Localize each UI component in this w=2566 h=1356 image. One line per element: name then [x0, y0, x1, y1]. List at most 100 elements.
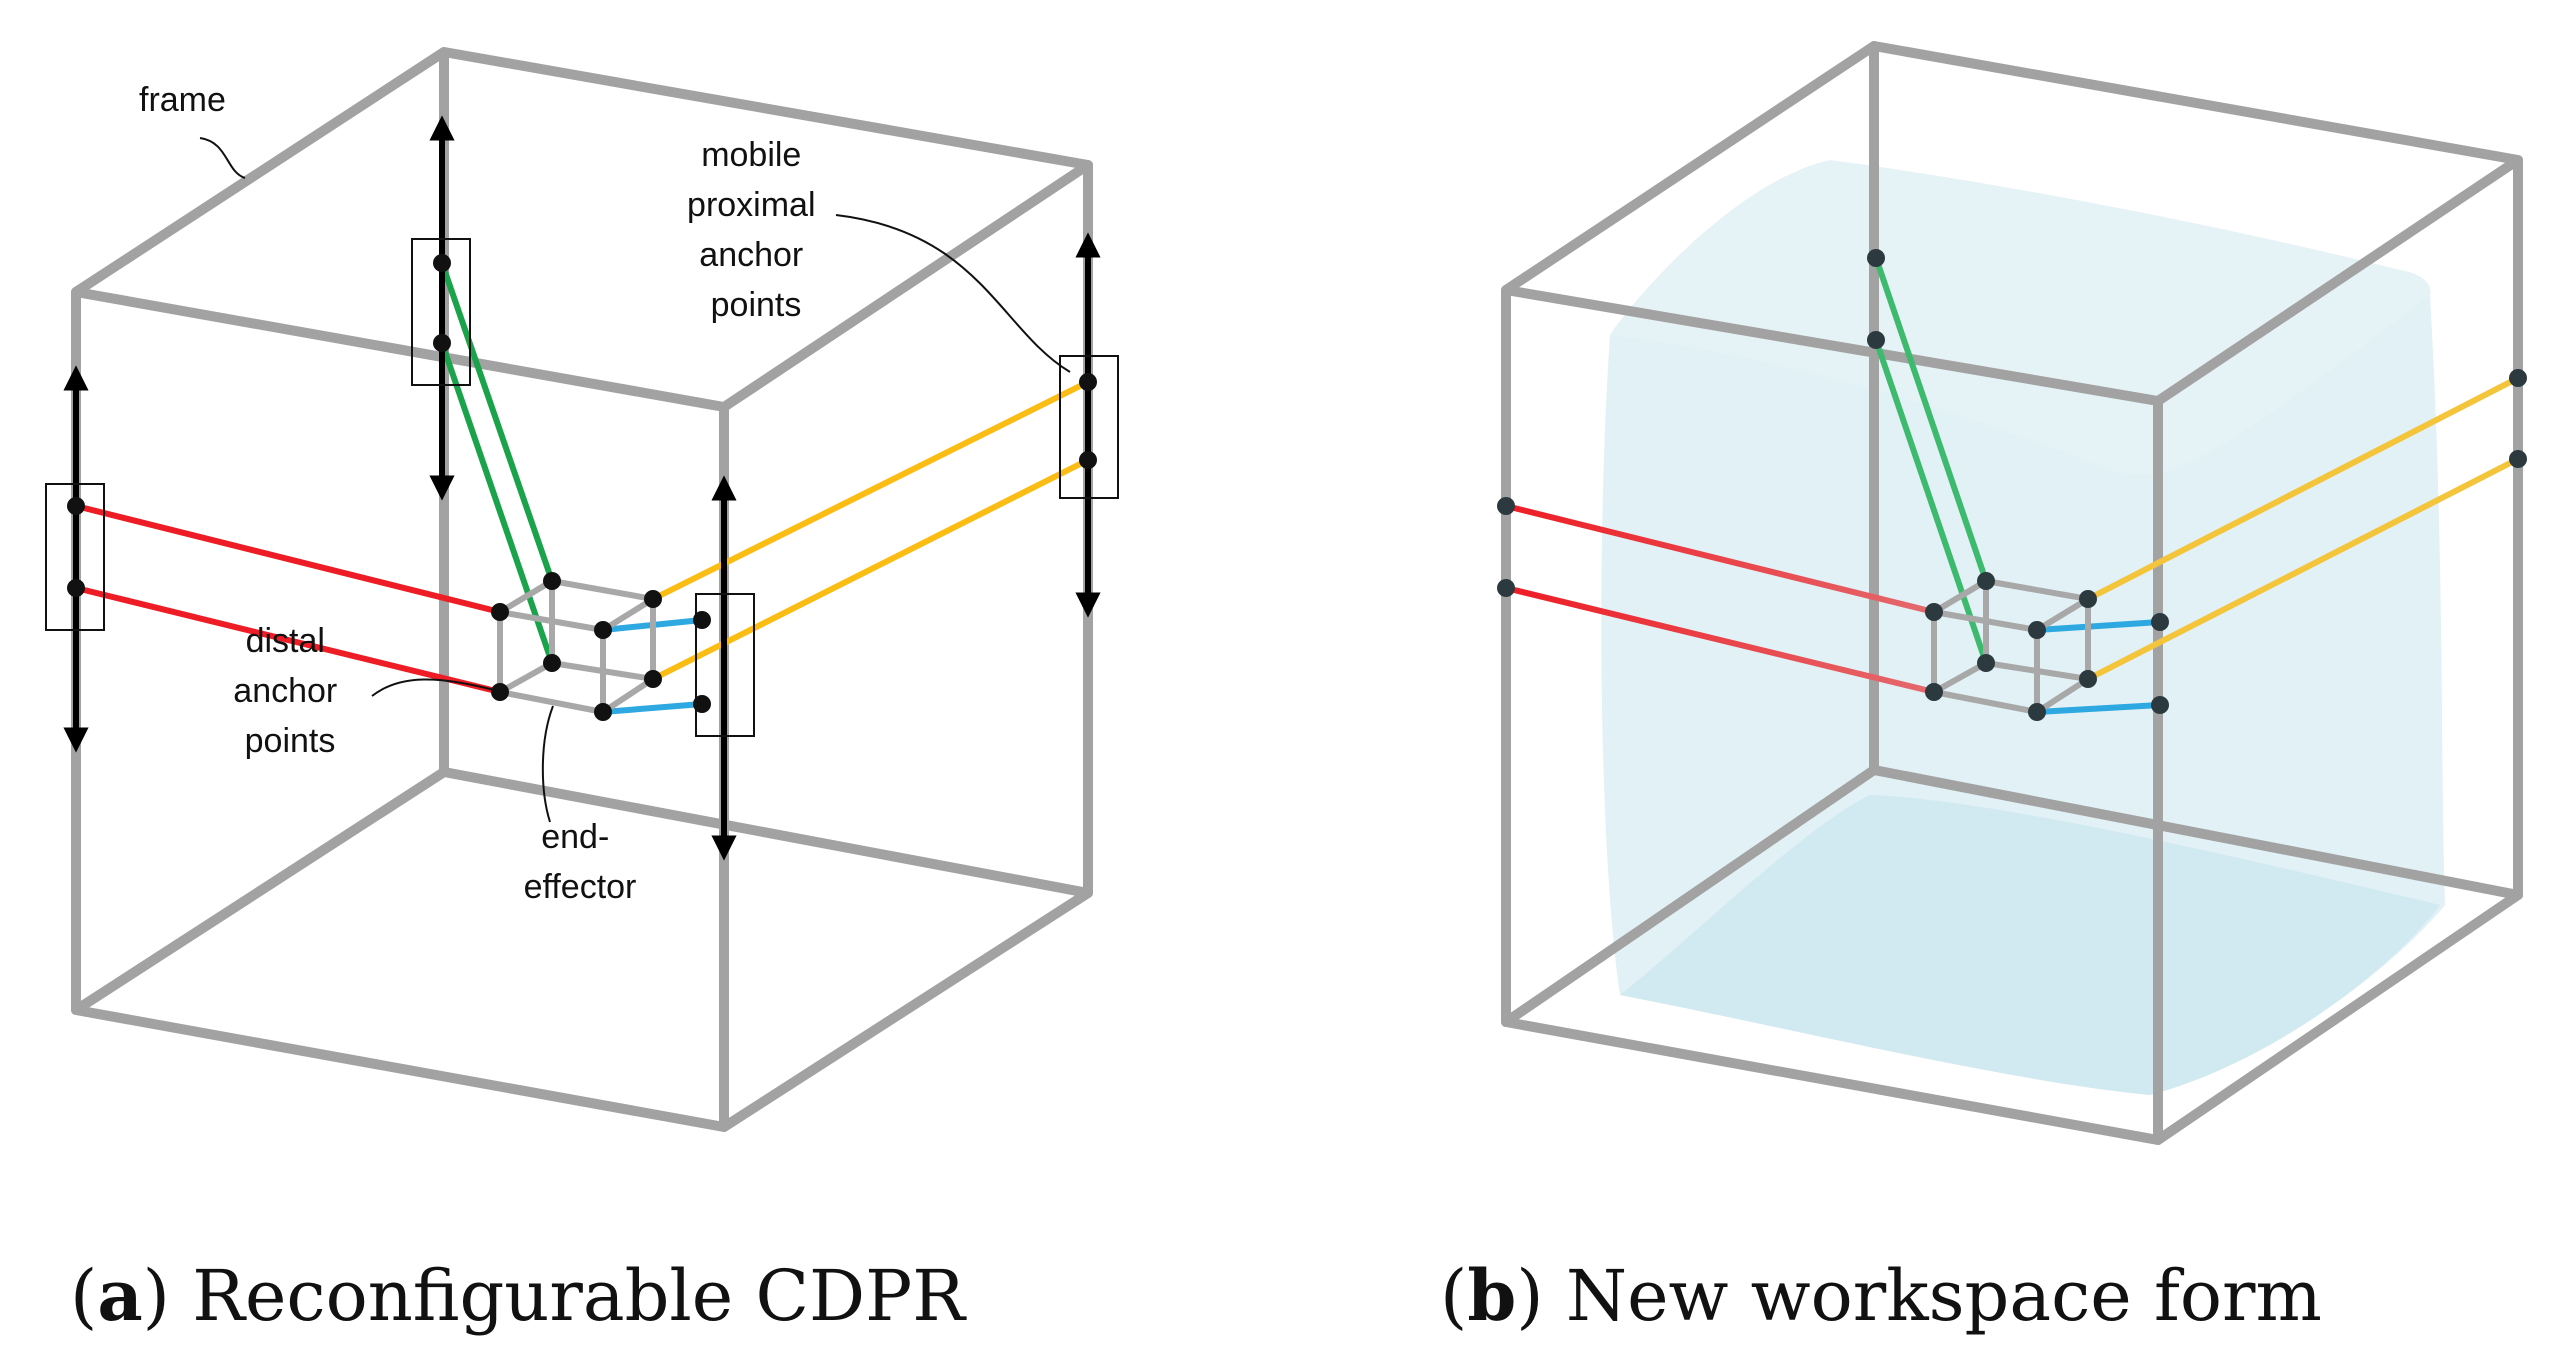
frame-top-back [71, 47, 1093, 297]
ee-edge [600, 676, 656, 715]
anchor-point-dot-icon [491, 603, 509, 621]
anchor-point-dot-icon [2509, 450, 2527, 468]
caption-b-text: New workspace form [1566, 1255, 2322, 1337]
anchor-point-dot-icon [2079, 590, 2097, 608]
slider-box [45, 483, 105, 631]
cable-blue-2 [2034, 702, 2163, 715]
anchor-point-dot-icon [2151, 696, 2169, 714]
anchor-point-dot-icon [693, 611, 711, 629]
label-mobile-proximal-anchor-points: mobile proximal anchor points [687, 136, 825, 324]
anchor-point-dot-icon [2151, 613, 2169, 631]
leader-lines [199, 137, 1071, 823]
slider-boxes [45, 238, 1119, 737]
workspace-top [1610, 160, 2431, 475]
cable-blue-2 [600, 701, 705, 715]
label-end-effector: end- effector [524, 818, 637, 906]
anchor-point-dot-icon [1925, 683, 1943, 701]
anchor-point-dot-icon [1925, 603, 1943, 621]
frame-cube [71, 47, 1093, 1132]
anchor-points-a [67, 254, 1097, 721]
caption-b: (b) New workspace form [1440, 1254, 2322, 1337]
label-line: anchor [699, 236, 803, 274]
cable-yellow-2 [2085, 456, 2521, 682]
end-effector [497, 578, 656, 715]
anchor-point-dot-icon [2028, 621, 2046, 639]
frame-leader [199, 137, 246, 179]
cable-red-1 [1503, 503, 1937, 615]
cables-a [73, 260, 1091, 715]
anchor-point-dot-icon [1867, 331, 1885, 349]
slider-box [411, 238, 471, 386]
ee-edge [600, 596, 656, 633]
anchor-point-dot-icon [1497, 497, 1515, 515]
cable-blue-1 [2034, 619, 2163, 633]
slider-box [1059, 355, 1119, 499]
anchor-point-dot-icon [1977, 572, 1995, 590]
caption-b-letter: b [1467, 1254, 1516, 1337]
ee-edge [1931, 689, 2040, 715]
frame-bottom-back [1501, 765, 2523, 1027]
label-frame: frame [139, 81, 226, 119]
anchor-point-dot-icon [433, 334, 451, 352]
cable-green-1 [439, 260, 555, 584]
ee-edge [1983, 578, 2091, 602]
caption-a: (a) Reconfigurable CDPR [70, 1254, 967, 1337]
label-line: proximal [687, 186, 815, 224]
label-line: distal [246, 622, 325, 660]
ee-edge [2034, 596, 2091, 633]
end-effector-leader [541, 705, 554, 823]
anchor-point-dot-icon [1867, 249, 1885, 267]
cable-green-2 [1873, 337, 1989, 666]
label-line: mobile [701, 136, 801, 174]
anchor-point-dot-icon [693, 695, 711, 713]
label-line: points [245, 722, 336, 760]
frame-cube-b [1501, 41, 2523, 1145]
ee-edge [497, 689, 606, 715]
anchor-point-dot-icon [491, 683, 509, 701]
anchor-point-dot-icon [1079, 373, 1097, 391]
anchor-points-b [1497, 249, 2527, 721]
caption-a-text: Reconfigurable CDPR [192, 1255, 967, 1337]
anchor-point-dot-icon [543, 654, 561, 672]
anchor-point-dot-icon [644, 590, 662, 608]
proximal-leader [835, 214, 1071, 373]
anchor-point-dot-icon [67, 497, 85, 515]
panel-b: (b) New workspace form [1440, 41, 2527, 1337]
anchor-point-dot-icon [594, 703, 612, 721]
label-line: anchor [233, 672, 337, 710]
end-effector-b [1931, 578, 2091, 715]
panel-a: frame mobile proximal anchor points dist… [45, 47, 1119, 1337]
label-line: end- [541, 818, 609, 856]
ee-edge [497, 578, 555, 615]
slider-box [695, 593, 755, 737]
anchor-point-dot-icon [67, 579, 85, 597]
frame-right-face [2153, 155, 2523, 1145]
label-line: points [711, 286, 802, 324]
rails [63, 115, 1101, 861]
anchor-point-dot-icon [1079, 451, 1097, 469]
anchor-point-dot-icon [2079, 670, 2097, 688]
label-distal-anchor-points: distal anchor points [233, 622, 346, 760]
anchor-point-dot-icon [594, 621, 612, 639]
ee-edge [1931, 660, 1989, 695]
anchor-point-dot-icon [2509, 369, 2527, 387]
anchor-point-dot-icon [644, 670, 662, 688]
cables-b [1503, 255, 2521, 715]
workspace-bottom [1620, 795, 2440, 1095]
ee-edge [1931, 578, 1989, 615]
anchor-point-dot-icon [2028, 703, 2046, 721]
distal-leader [371, 678, 495, 697]
workspace-volume [1601, 160, 2445, 1095]
label-line: effector [524, 868, 637, 906]
ee-edge [497, 660, 555, 695]
caption-a-letter: a [97, 1254, 142, 1337]
cable-yellow-1 [2085, 375, 2521, 602]
anchor-point-dot-icon [1977, 654, 1995, 672]
ee-edge [2034, 676, 2091, 715]
labels-a: frame mobile proximal anchor points dist… [139, 81, 825, 906]
cable-green-1 [1873, 255, 1989, 584]
anchor-point-dot-icon [543, 572, 561, 590]
cable-red-1 [73, 503, 503, 615]
frame-bottom-back [71, 767, 1093, 1015]
